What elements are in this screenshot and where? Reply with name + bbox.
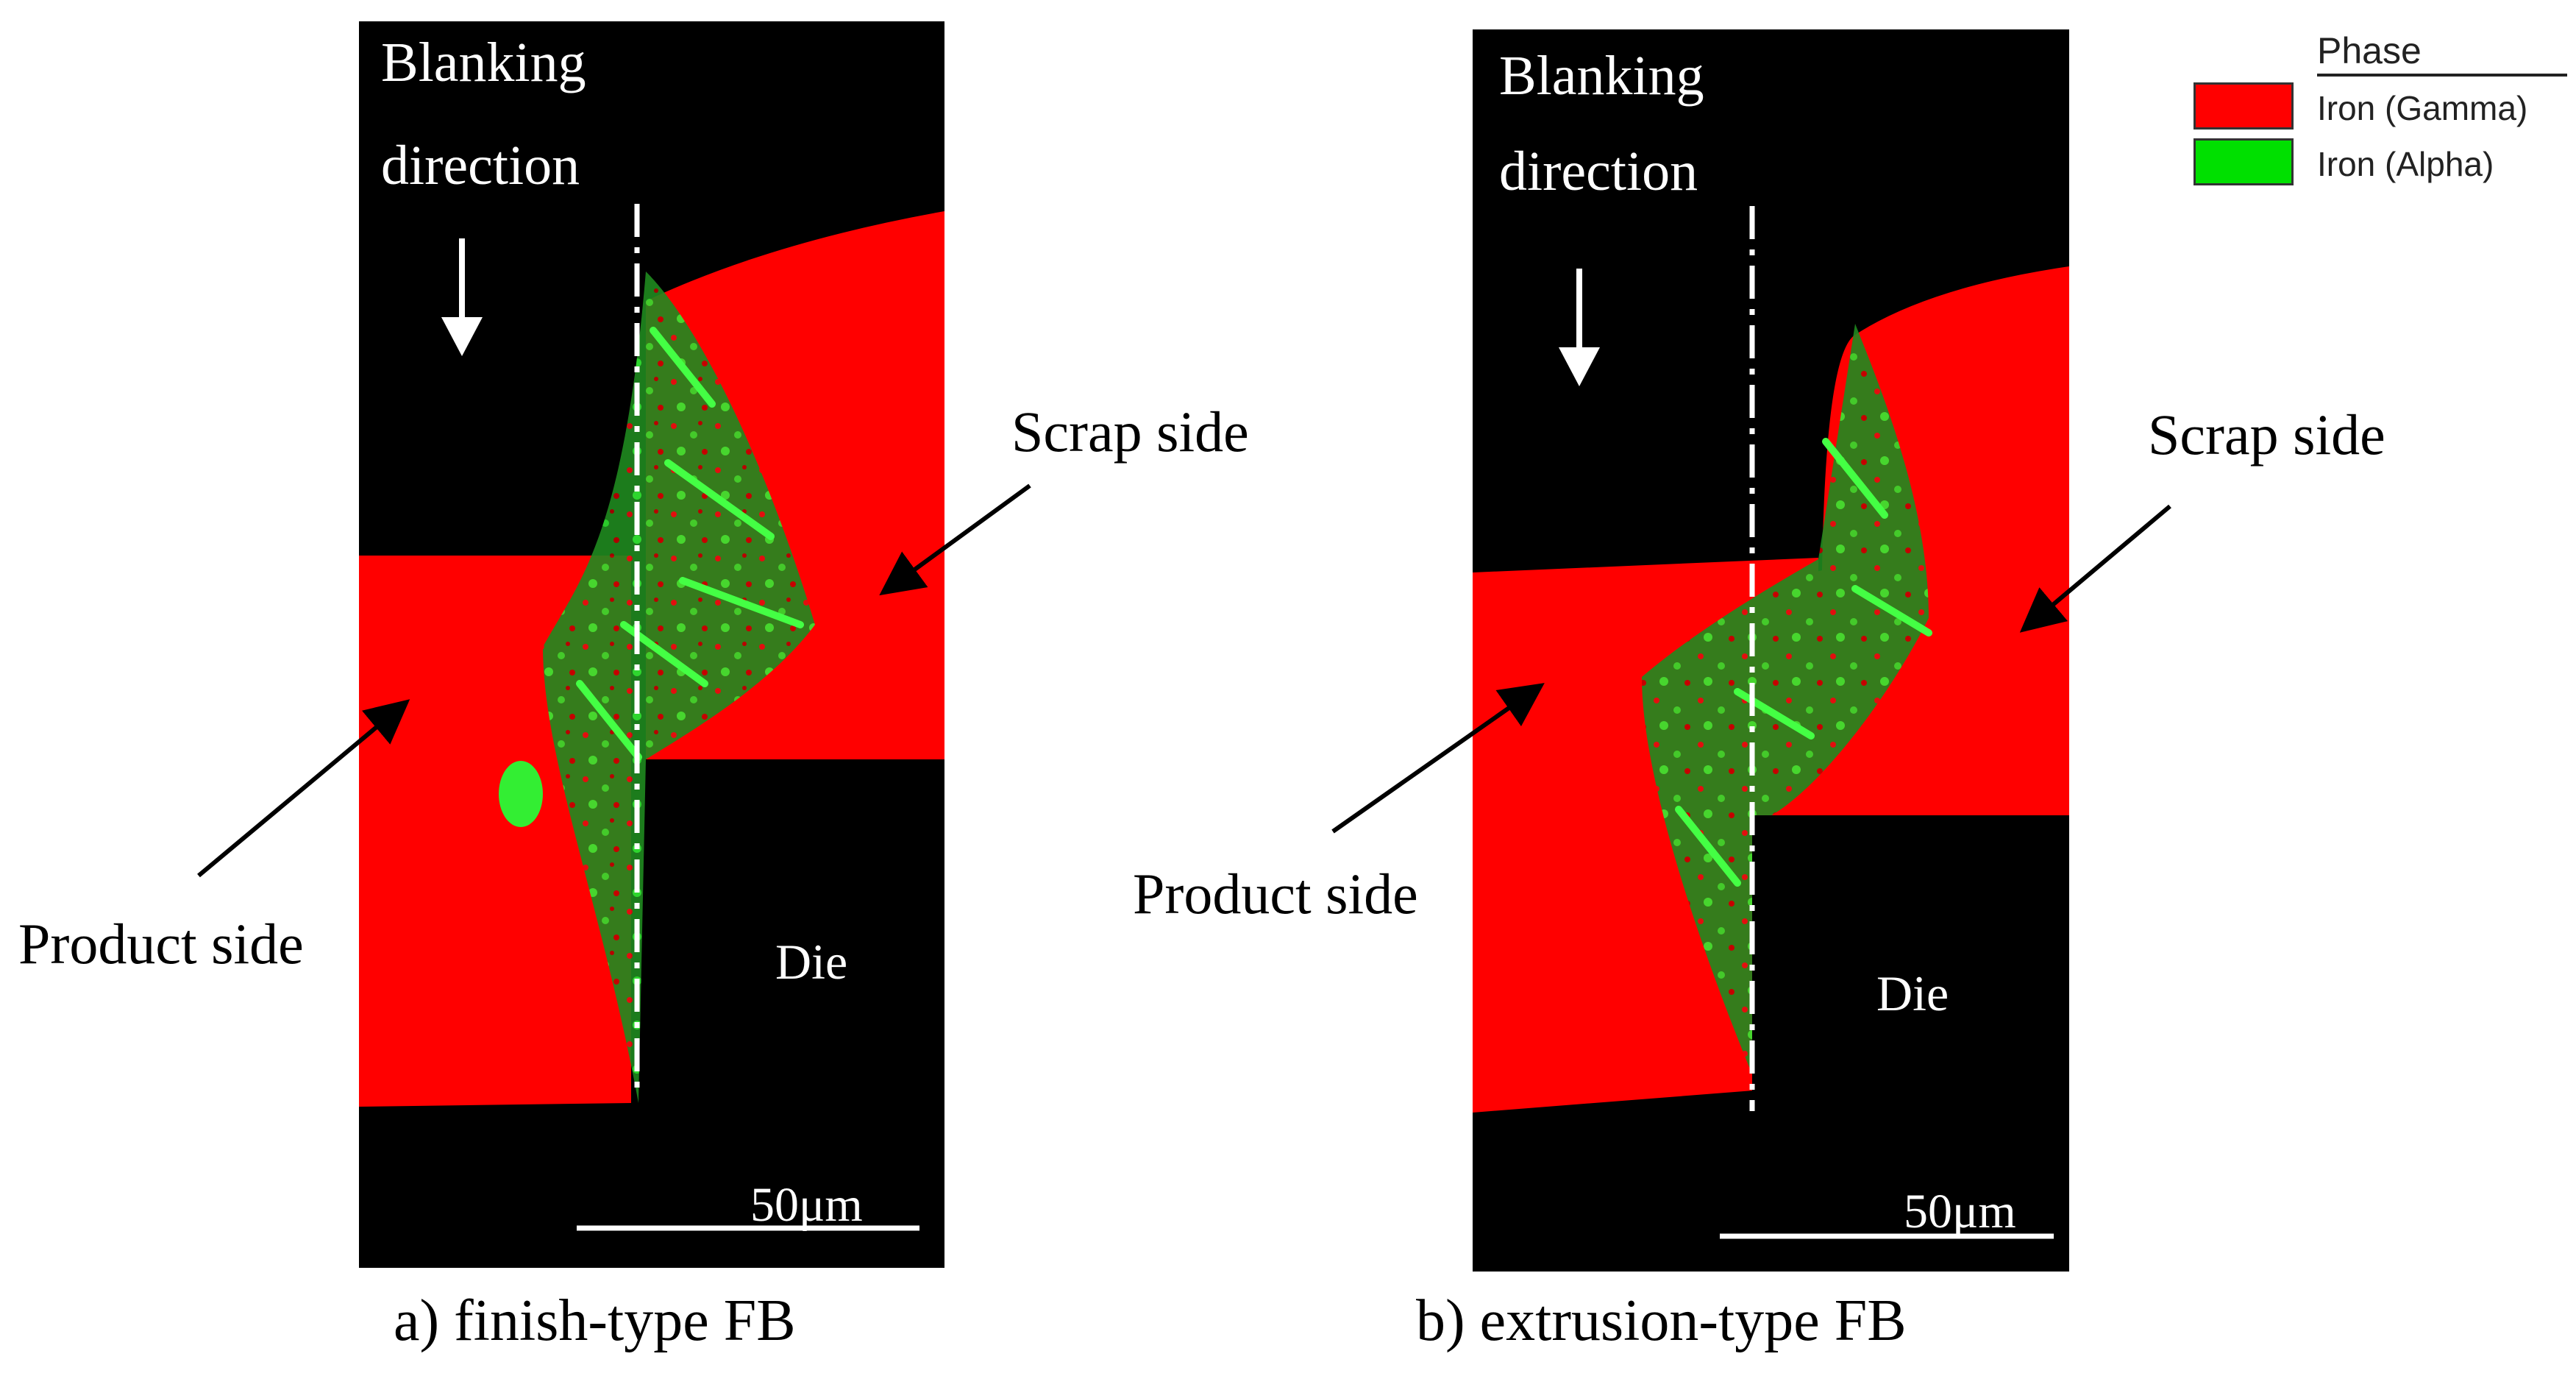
die-label-b: Die (1876, 965, 1949, 1021)
legend-title: Phase (2317, 30, 2422, 71)
blanking-label-b-line2: direction (1499, 141, 1698, 202)
ebsd-phase-map-a (359, 21, 944, 1268)
legend-label-gamma: Iron (Gamma) (2317, 89, 2528, 127)
micrograph-panel-a: Blanking direction Die 50μm (359, 21, 944, 1268)
caption-b: b) extrusion-type FB (1416, 1288, 1907, 1353)
die-label-a: Die (775, 934, 848, 990)
legend-swatch-gamma (2193, 82, 2294, 130)
legend-swatch-alpha (2193, 138, 2294, 185)
scrap-side-label-b: Scrap side (2148, 402, 2385, 467)
phase-legend: Phase Iron (Gamma) Iron (Alpha) (2177, 22, 2575, 191)
caption-a: a) finish-type FB (394, 1288, 796, 1353)
product-side-label-b: Product side (1133, 862, 1418, 926)
blanking-label-a-line2: direction (381, 135, 580, 196)
scrap-arrow-a (879, 483, 1031, 596)
product-arrow-b (1331, 683, 1545, 834)
product-side-label-a: Product side (18, 912, 304, 976)
shear-band-b (1642, 324, 1929, 1074)
blanking-label-b-line1: Blanking (1499, 45, 1704, 107)
product-arrow-a (197, 699, 410, 878)
die-block-a (647, 759, 944, 1127)
blanking-label-a-line1: Blanking (381, 32, 586, 93)
scale-label-b: 50μm (1904, 1185, 2016, 1238)
micrograph-panel-b: Blanking direction Die 50μm (1473, 29, 2069, 1272)
scale-label-a: 50μm (750, 1178, 863, 1232)
ebsd-phase-map-b (1473, 29, 2069, 1272)
legend-divider (2317, 74, 2567, 77)
scrap-arrow-b (2019, 504, 2171, 633)
scrap-side-label-a: Scrap side (1011, 400, 1249, 464)
down-arrow-icon (1559, 269, 1600, 386)
legend-label-alpha: Iron (Alpha) (2317, 145, 2494, 183)
down-arrow-icon (441, 238, 483, 356)
die-block-b (1752, 815, 2069, 1198)
shear-band-a (543, 272, 815, 1103)
